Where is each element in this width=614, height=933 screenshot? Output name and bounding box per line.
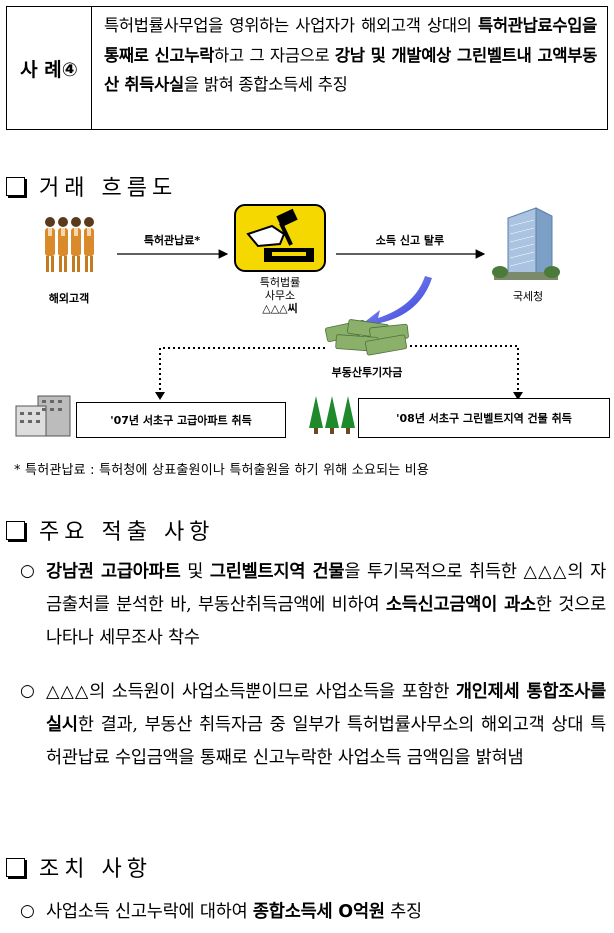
dotted-line-right — [410, 345, 519, 398]
patent-office-icon — [234, 204, 326, 272]
finding-item-1: 강남권 고급아파트 및 그린벨트지역 건물을 투기목적으로 취득한 △△△의 자… — [46, 562, 606, 648]
case-line-1: 특허법률사무업을 영위하는 사업자가 해외고객 상대의 — [104, 16, 472, 35]
case-line-3-rest: 을 — [183, 75, 199, 94]
finding-item-2: △△△의 소득원이 사업소득뿐이므로 사업소득을 포함한 개인제세 통합조사를 … — [46, 682, 606, 768]
bullet-icon: ○ — [20, 681, 35, 701]
office-label: 특허법률 사무소 △△△씨 — [259, 276, 301, 315]
purchase-apartment-box: '07년 서초구 고급아파트 취득 — [76, 402, 286, 438]
nts-label: 국세청 — [512, 290, 544, 303]
checkbox-square-icon — [6, 520, 25, 540]
section-title-actions: 조치 사항 — [6, 851, 152, 883]
dotted-line-left — [159, 347, 325, 398]
section-title-flow: 거래 흐름도 — [6, 170, 177, 202]
case-line-2-rest: 하고 그 자금으로 — [214, 45, 330, 65]
purchase-greenbelt-box: '08년 서초구 그린벨트지역 건물 취득 — [358, 398, 610, 438]
checkbox-square-icon — [6, 857, 25, 877]
trees-icon — [309, 396, 355, 434]
case-line-3-bold: 강남 및 개발예상 그린벨트내 고액부동산 취득사실 — [104, 45, 597, 95]
case-line-4: 밝혀 종합소득세 추징 — [203, 75, 348, 94]
bullet-icon: ○ — [20, 561, 35, 581]
flow-diagram: 해외고객 특허관납료* 특허법률 사무소 △△△씨 소득 신고 탈루 국세청 — [0, 196, 614, 444]
checkbox-square-icon — [6, 176, 25, 196]
apartment-icon — [15, 395, 71, 437]
case-line-2-bold: 특허관납료수입을 통째로 신고누락 — [104, 16, 597, 65]
customers-label: 해외고객 — [48, 292, 90, 305]
arrow1-label: 특허관납료* — [143, 234, 201, 247]
bullet-icon: ○ — [20, 901, 35, 921]
arrow2-label: 소득 신고 탈루 — [375, 234, 445, 247]
fund-label: 부동산투기자금 — [331, 366, 403, 379]
case-description: 특허법률사무업을 영위하는 사업자가 해외고객 상대의 특허관납료수입을 통째로… — [92, 7, 607, 129]
building-icon — [492, 207, 560, 280]
case-label: 사 례④ — [7, 7, 92, 129]
money-icon — [324, 319, 409, 356]
footnote: * 특허관납료 : 특허청에 상표출원이나 특허출원을 하기 위해 소요되는 비… — [14, 463, 430, 478]
section-title-findings: 주요 적출 사항 — [6, 514, 214, 546]
overseas-customers-icon — [45, 217, 94, 272]
action-item-1: 사업소득 신고누락에 대하여 종합소득세 O억원 추징 — [46, 902, 422, 922]
case-box: 사 례④ 특허법률사무업을 영위하는 사업자가 해외고객 상대의 특허관납료수입… — [6, 6, 608, 130]
